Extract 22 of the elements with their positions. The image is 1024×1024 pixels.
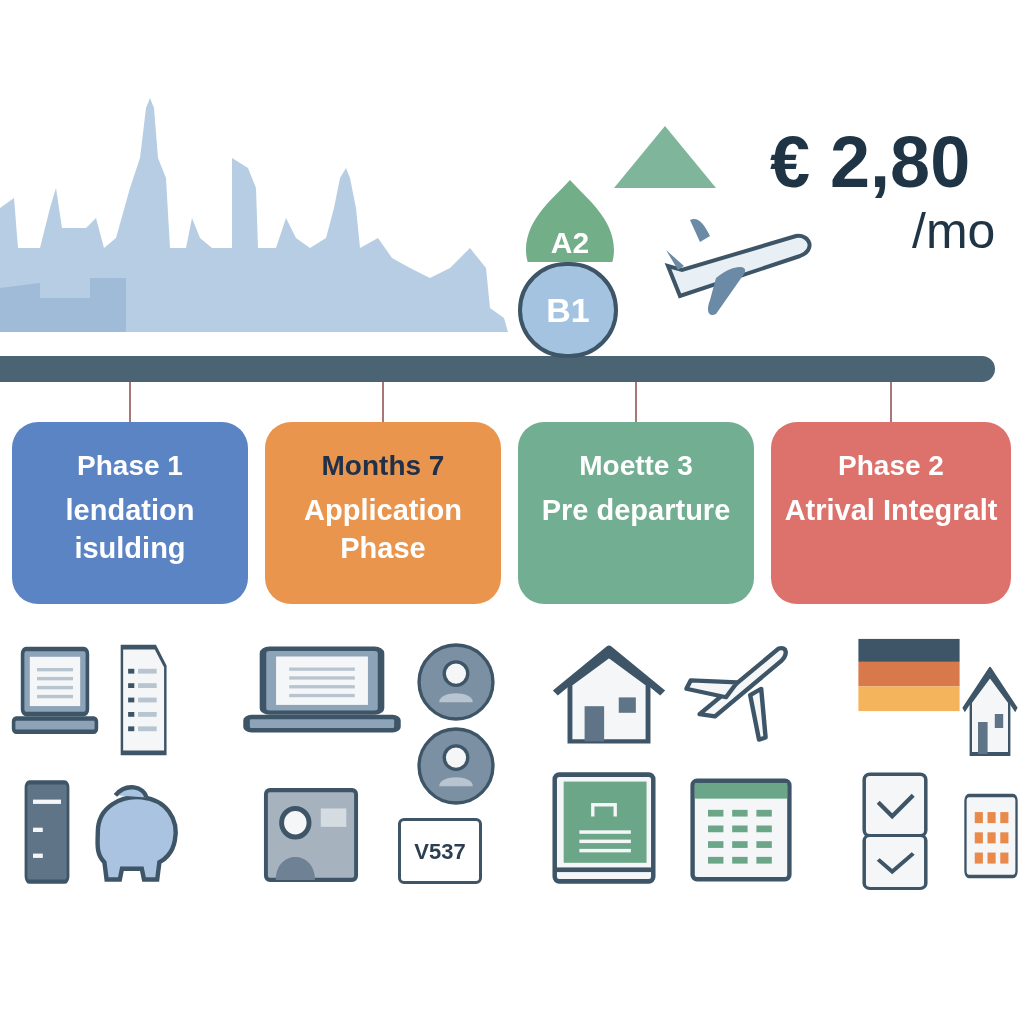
connector-line: [890, 381, 892, 423]
phase-heading: Phase 1: [77, 449, 183, 483]
phase-box: [12, 422, 248, 604]
ticket-code: V537: [414, 837, 466, 866]
phase-title: Application Phase: [303, 493, 463, 566]
phase-title: Pre departure: [541, 493, 731, 528]
unit-text: /mo: [912, 206, 996, 256]
timeline-bar: [0, 356, 995, 382]
phase-box: [265, 422, 501, 604]
phase-heading: Phase 2: [838, 449, 944, 483]
connector-line: [635, 381, 637, 423]
phase-box: [518, 422, 754, 604]
phase-heading: Months 7: [321, 449, 445, 483]
connector-line: [129, 381, 131, 423]
level-text: B1: [546, 289, 590, 331]
phase-heading: Moette 3: [579, 449, 693, 483]
level-text: A2: [549, 225, 591, 261]
phase-title: lendation isulding: [64, 493, 196, 566]
phase-title: Atrival Integralt: [784, 493, 998, 528]
phase-box: [771, 422, 1011, 604]
connector-line: [382, 381, 384, 423]
price-text: € 2,80: [770, 126, 971, 198]
